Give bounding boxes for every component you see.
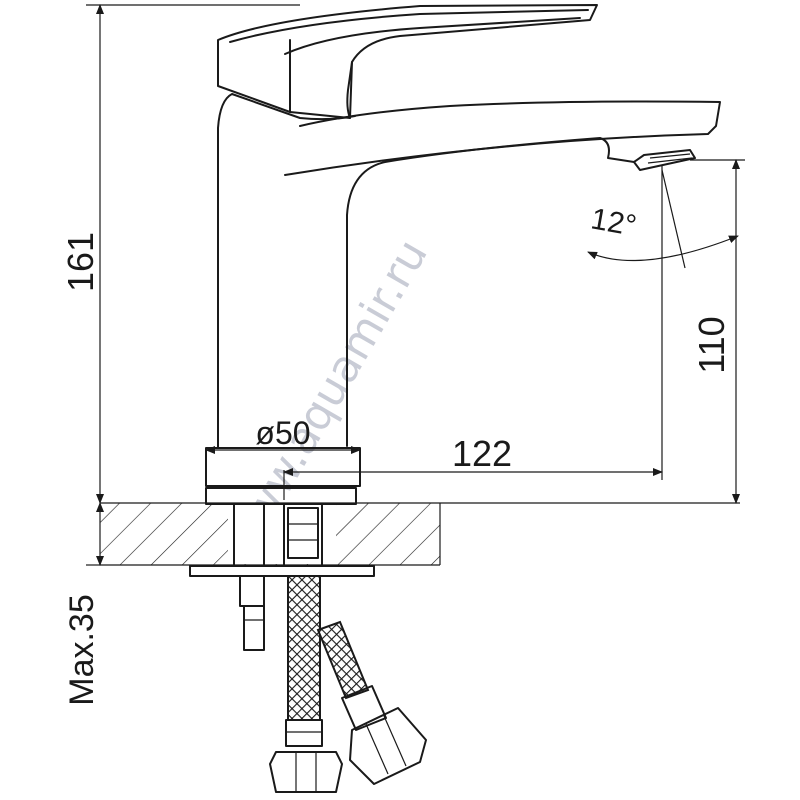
dim-spout-angle-label: 12°: [588, 202, 638, 242]
lever-handle: [217, 4, 598, 119]
dim-spout-angle: 12°: [587, 169, 739, 269]
dim-spout-reach: 122: [283, 165, 663, 500]
flex-hose-angled: [316, 620, 427, 785]
dim-total-height-label: 161: [60, 232, 101, 292]
countertop: [100, 502, 740, 566]
dim-total-height: 161: [60, 4, 300, 504]
faucet-body: [205, 93, 721, 505]
mounting-hardware: [189, 503, 375, 651]
flex-hose-straight: [269, 503, 343, 793]
dim-spout-height-label: 110: [691, 316, 732, 373]
dim-base-diameter-label: ø50: [255, 415, 310, 451]
dim-max-thickness-label: Max.35: [63, 594, 101, 706]
dim-spout-height: 110: [690, 159, 745, 504]
dim-spout-reach-label: 122: [452, 433, 512, 474]
dim-max-thickness: Max.35: [63, 502, 104, 706]
dim-base-diameter: ø50: [205, 415, 361, 454]
